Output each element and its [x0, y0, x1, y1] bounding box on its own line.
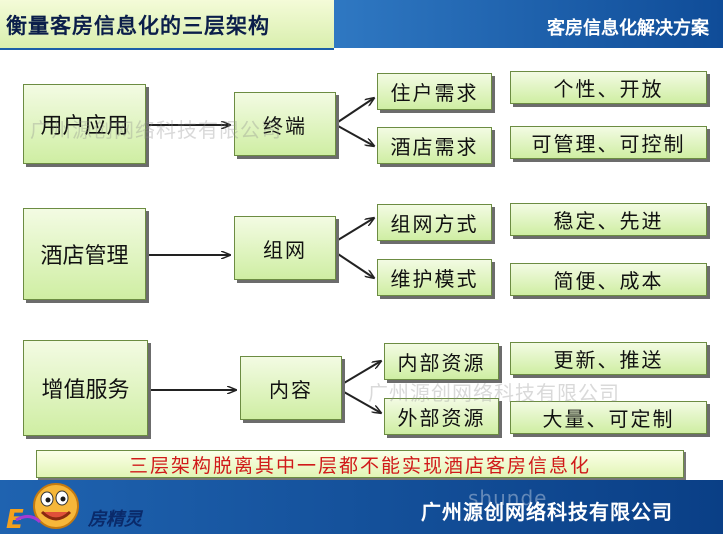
watermark-bottom: 广州源创网络科技有限公司: [368, 381, 620, 405]
result-stable-advanced: 稳定、先进: [510, 203, 707, 236]
page-title: 衡量客房信息化的三层架构: [6, 13, 270, 38]
branch-hotel-needs: 酒店需求: [377, 127, 492, 164]
node-content: 内容: [240, 356, 342, 420]
arrow-layer1-up: [337, 98, 374, 123]
arrow-layer2-up: [337, 218, 374, 241]
branch-maintenance-mode: 维护模式: [377, 259, 492, 296]
node-networking: 组网: [234, 216, 336, 280]
branch-internal-resources: 内部资源: [384, 343, 499, 380]
layer-value-added-service: 增值服务: [23, 340, 148, 436]
summary-banner: 三层架构脱离其中一层都不能实现酒店客房信息化: [36, 450, 684, 478]
arrow-layer3-down: [343, 391, 381, 413]
footer-company-name: 广州源创网络科技有限公司: [421, 500, 673, 524]
watermark-site: shunde: [468, 486, 548, 510]
header-subtitle: 客房信息化解决方案: [547, 18, 709, 39]
branch-resident-needs: 住户需求: [377, 73, 492, 110]
header-banner: 客房信息化解决方案: [334, 0, 723, 48]
watermark-top: 广州源创网络科技有限公司: [30, 118, 282, 142]
arrow-layer2-down: [337, 253, 374, 278]
arrow-layer3-up: [343, 361, 381, 384]
result-update-push: 更新、推送: [510, 342, 707, 375]
arrow-layer1-down: [337, 125, 374, 146]
branch-external-resources: 外部资源: [384, 398, 499, 435]
layer-hotel-management: 酒店管理: [23, 208, 146, 300]
result-personal-open: 个性、开放: [510, 71, 707, 104]
layer-user-application: 用户应用: [23, 84, 146, 164]
logo-text: 房精灵: [88, 509, 142, 530]
result-manageable-controllable: 可管理、可控制: [510, 126, 707, 159]
footer-bar: [0, 480, 723, 534]
title-bar: 衡量客房信息化的三层架构: [0, 0, 334, 50]
branch-network-method: 组网方式: [377, 204, 492, 241]
result-simple-cost: 简便、成本: [510, 263, 707, 296]
node-terminal: 终端: [234, 92, 336, 156]
logo-smiley-icon: E: [6, 483, 79, 534]
result-massive-customizable: 大量、可定制: [510, 401, 707, 434]
svg-text:E: E: [6, 505, 24, 534]
